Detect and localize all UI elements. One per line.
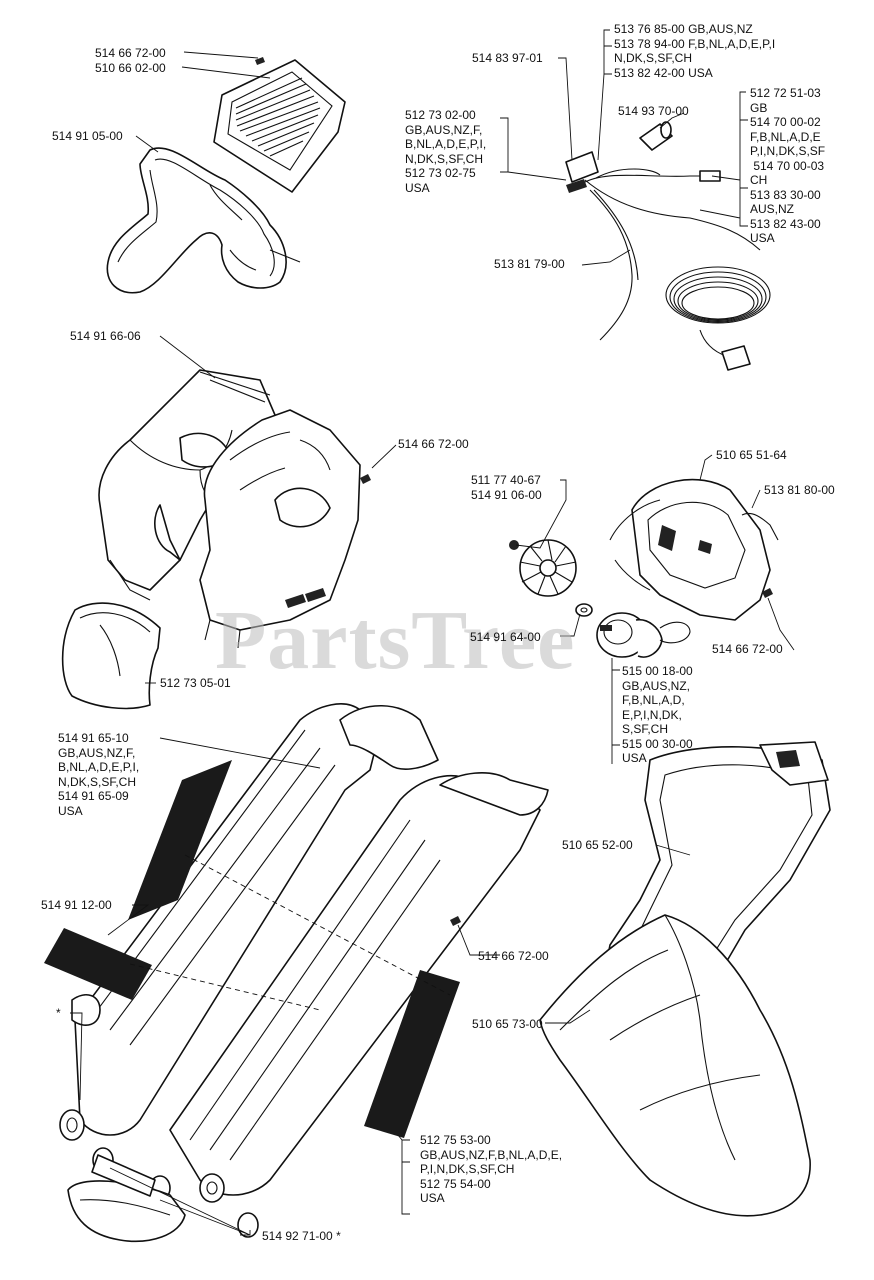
label-asterisk: * xyxy=(56,1006,61,1020)
label-nozzle-cap: 512 73 05-01 xyxy=(160,676,231,690)
label-grille: 510 66 02-00 xyxy=(95,61,166,75)
intake-grille-drawing xyxy=(213,59,346,193)
foam-tape-drawing xyxy=(44,760,460,1138)
washer-drawing xyxy=(575,603,593,617)
bag-drawing xyxy=(539,914,811,1217)
label-impeller-nut: 511 77 40-67 xyxy=(471,473,541,487)
wheels-drawing xyxy=(59,1109,259,1243)
label-motor: 515 00 18-00 GB,AUS,NZ, F,B,NL,A,D, E,P,… xyxy=(622,664,693,765)
label-grille-screw: 514 66 72-00 xyxy=(95,46,166,60)
label-bag: 510 65 73-00 xyxy=(472,1017,543,1031)
label-impeller: 514 91 06-00 xyxy=(471,488,542,502)
leader-lines xyxy=(70,29,795,1236)
label-tube: 514 91 65-10 GB,AUS,NZ,F, B,NL,A,D,E,P,I… xyxy=(58,731,140,818)
motor-screw-drawing xyxy=(762,588,773,598)
label-cable: 513 81 79-00 xyxy=(494,257,565,271)
tube-screw-drawing xyxy=(450,916,461,926)
grille-screw-drawing xyxy=(255,57,265,65)
impeller-nut-drawing xyxy=(509,540,519,550)
label-power-cord: 512 72 51-03 GB 514 70 00-02 F,B,NL,A,D,… xyxy=(750,86,826,245)
label-plug-switch: 514 83 97-01 xyxy=(472,51,543,65)
motor-drawing xyxy=(596,612,691,658)
impeller-drawing xyxy=(519,539,577,597)
label-strain-relief: 514 93 70-00 xyxy=(618,104,689,118)
label-tape-right: 512 75 53-00 GB,AUS,NZ,F,B,NL,A,D,E, P,I… xyxy=(420,1133,563,1205)
partstree-watermark: PartsTree xyxy=(215,594,576,687)
label-switch-cord: 512 73 02-00 GB,AUS,NZ,F, B,NL,A,D,E,P,I… xyxy=(405,108,487,195)
handle-drawing xyxy=(106,147,301,294)
motor-cover-drawing xyxy=(609,478,771,621)
housing-right-drawing xyxy=(199,409,361,649)
label-washer: 514 91 64-00 xyxy=(470,630,541,644)
label-cord-region: 513 76 85-00 GB,AUS,NZ 513 78 94-00 F,B,… xyxy=(614,22,776,80)
nozzle-cap-drawing xyxy=(61,602,161,710)
label-housing-left: 514 91 66-06 xyxy=(70,329,141,343)
strain-relief-drawing xyxy=(639,121,673,151)
tube-drawing xyxy=(71,703,549,1196)
label-bag-frame: 510 65 52-00 xyxy=(562,838,633,852)
label-tube-screw: 514 66 72-00 xyxy=(478,949,549,963)
label-wheels: 514 92 71-00 * xyxy=(262,1229,341,1243)
label-motor-screw: 514 66 72-00 xyxy=(712,642,783,656)
label-handle: 514 91 05-00 xyxy=(52,129,123,143)
label-tape-left: 514 91 12-00 xyxy=(41,898,112,912)
label-housing-screw: 514 66 72-00 xyxy=(398,437,469,451)
label-motor-cover: 510 65 51-64 xyxy=(716,448,787,462)
label-motor-wire: 513 81 80-00 xyxy=(764,483,835,497)
housing-screw-drawing xyxy=(360,474,371,484)
cord-set-drawing xyxy=(565,151,771,371)
motor-wire-drawing xyxy=(741,512,779,541)
